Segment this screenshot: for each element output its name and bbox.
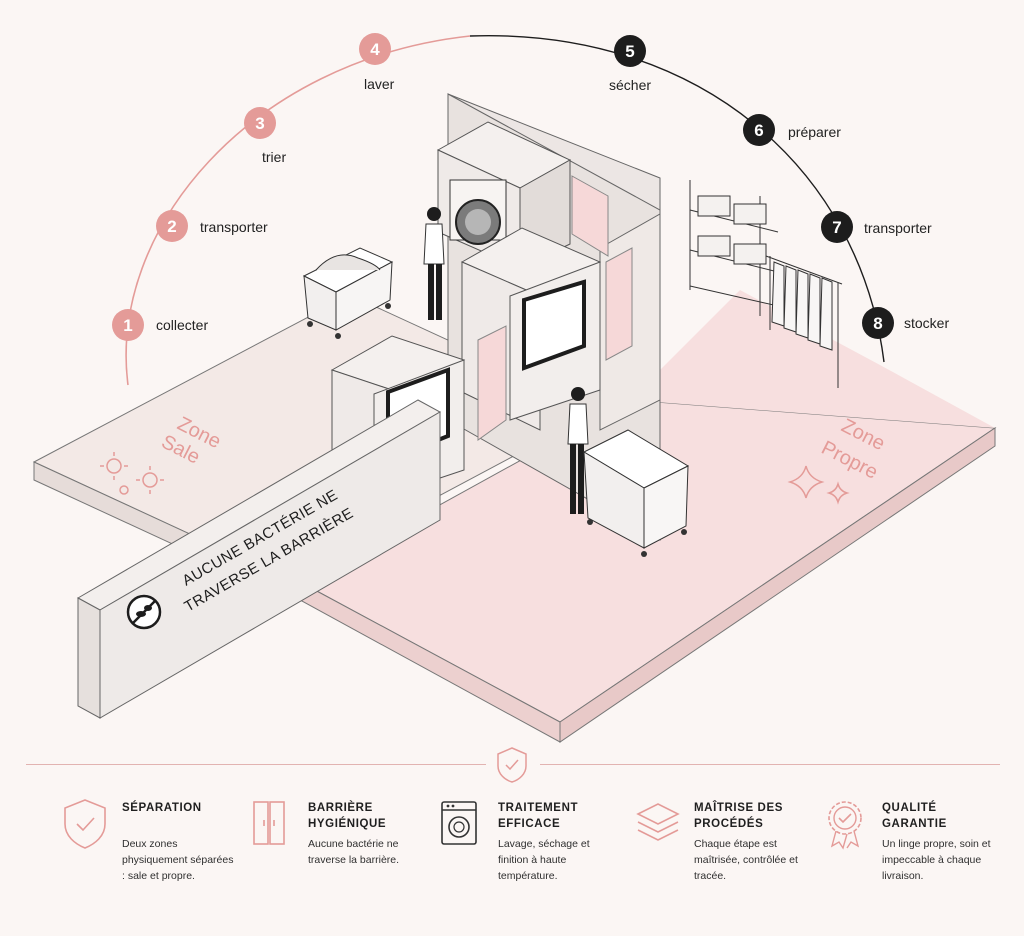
bacteria-icon [100,452,164,495]
clean-linen-trolley [582,429,690,557]
step-7-label: transporter [864,220,932,236]
step-6-marker: 6 [743,114,775,146]
feature-barrier-description: Aucune bactérie ne traverse la barrière. [308,838,400,866]
shield-check-icon [64,799,106,849]
step-5-label: sécher [609,77,652,93]
shield-check-badge-icon [497,747,527,783]
feature-process-description: Chaque étape est maîtrisée, contrôlée et… [694,838,798,882]
step-4-label: laver [364,76,395,92]
barrier-wall: AUCUNE BACTÉRIE NE TRAVERSE LA BARRIÈRE [76,399,442,719]
step-4-number: 4 [370,40,380,59]
step-2-marker: 2 [156,210,188,242]
step-7-marker: 7 [821,211,853,243]
feature-separation-title: SÉPARATION [122,802,202,814]
dirty-laundry-cart [302,247,394,339]
feature-treatment-title: TRAITEMENT EFFICACE [498,802,579,830]
divider-left [26,764,486,765]
award-ribbon-icon [828,801,862,850]
no-bacteria-icon [126,594,162,630]
feature-treatment-description: Lavage, séchage et finition à haute temp… [498,838,590,882]
feature-barrier-title: BARRIÈRE HYGIÉNIQUE [308,802,387,830]
feature-quality-title: QUALITÉ GARANTIE [882,802,947,830]
garment-rack [765,255,843,388]
sparkle-icon [787,465,850,505]
washing-machine-icon [441,801,477,845]
step-2-number: 2 [167,217,176,236]
laundry-floor-plan: AUCUNE BACTÉRIE NE TRAVERSE LA BARRIÈRE … [32,33,997,743]
folded-linen-icon [636,803,680,841]
step-8-marker: 8 [862,307,894,339]
step-5-marker: 5 [614,35,646,67]
worker-dirty-side [423,207,445,320]
pink-glass-panels [477,175,633,441]
step-7-number: 7 [832,218,841,237]
step-8-label: stocker [904,315,950,331]
feature-process-title: MAÎTRISE DES PROCÉDÉS [694,802,783,830]
step-4-marker: 4 [359,33,391,65]
step-1-label: collecter [156,317,209,333]
step-6-label: préparer [788,124,841,140]
step-1-number: 1 [123,316,132,335]
step-1-marker: 1 [112,309,144,341]
door-icon [253,801,285,845]
worker-clean-side [567,387,589,514]
step-6-number: 6 [754,121,763,140]
feature-quality-description: Un linge propre, soin et impeccable à ch… [882,838,991,882]
clean-linen-shelves [689,180,779,316]
step-3-label: trier [262,149,287,165]
feature-separation-description: Deux zones physiquement séparées : sale … [122,838,234,882]
step-5-number: 5 [625,42,634,61]
clean-zone-floor [298,290,997,743]
step-3-number: 3 [255,114,264,133]
step-3-marker: 3 [244,107,276,139]
step-2-label: transporter [200,219,268,235]
step-8-number: 8 [873,314,882,333]
divider-right [540,764,1000,765]
